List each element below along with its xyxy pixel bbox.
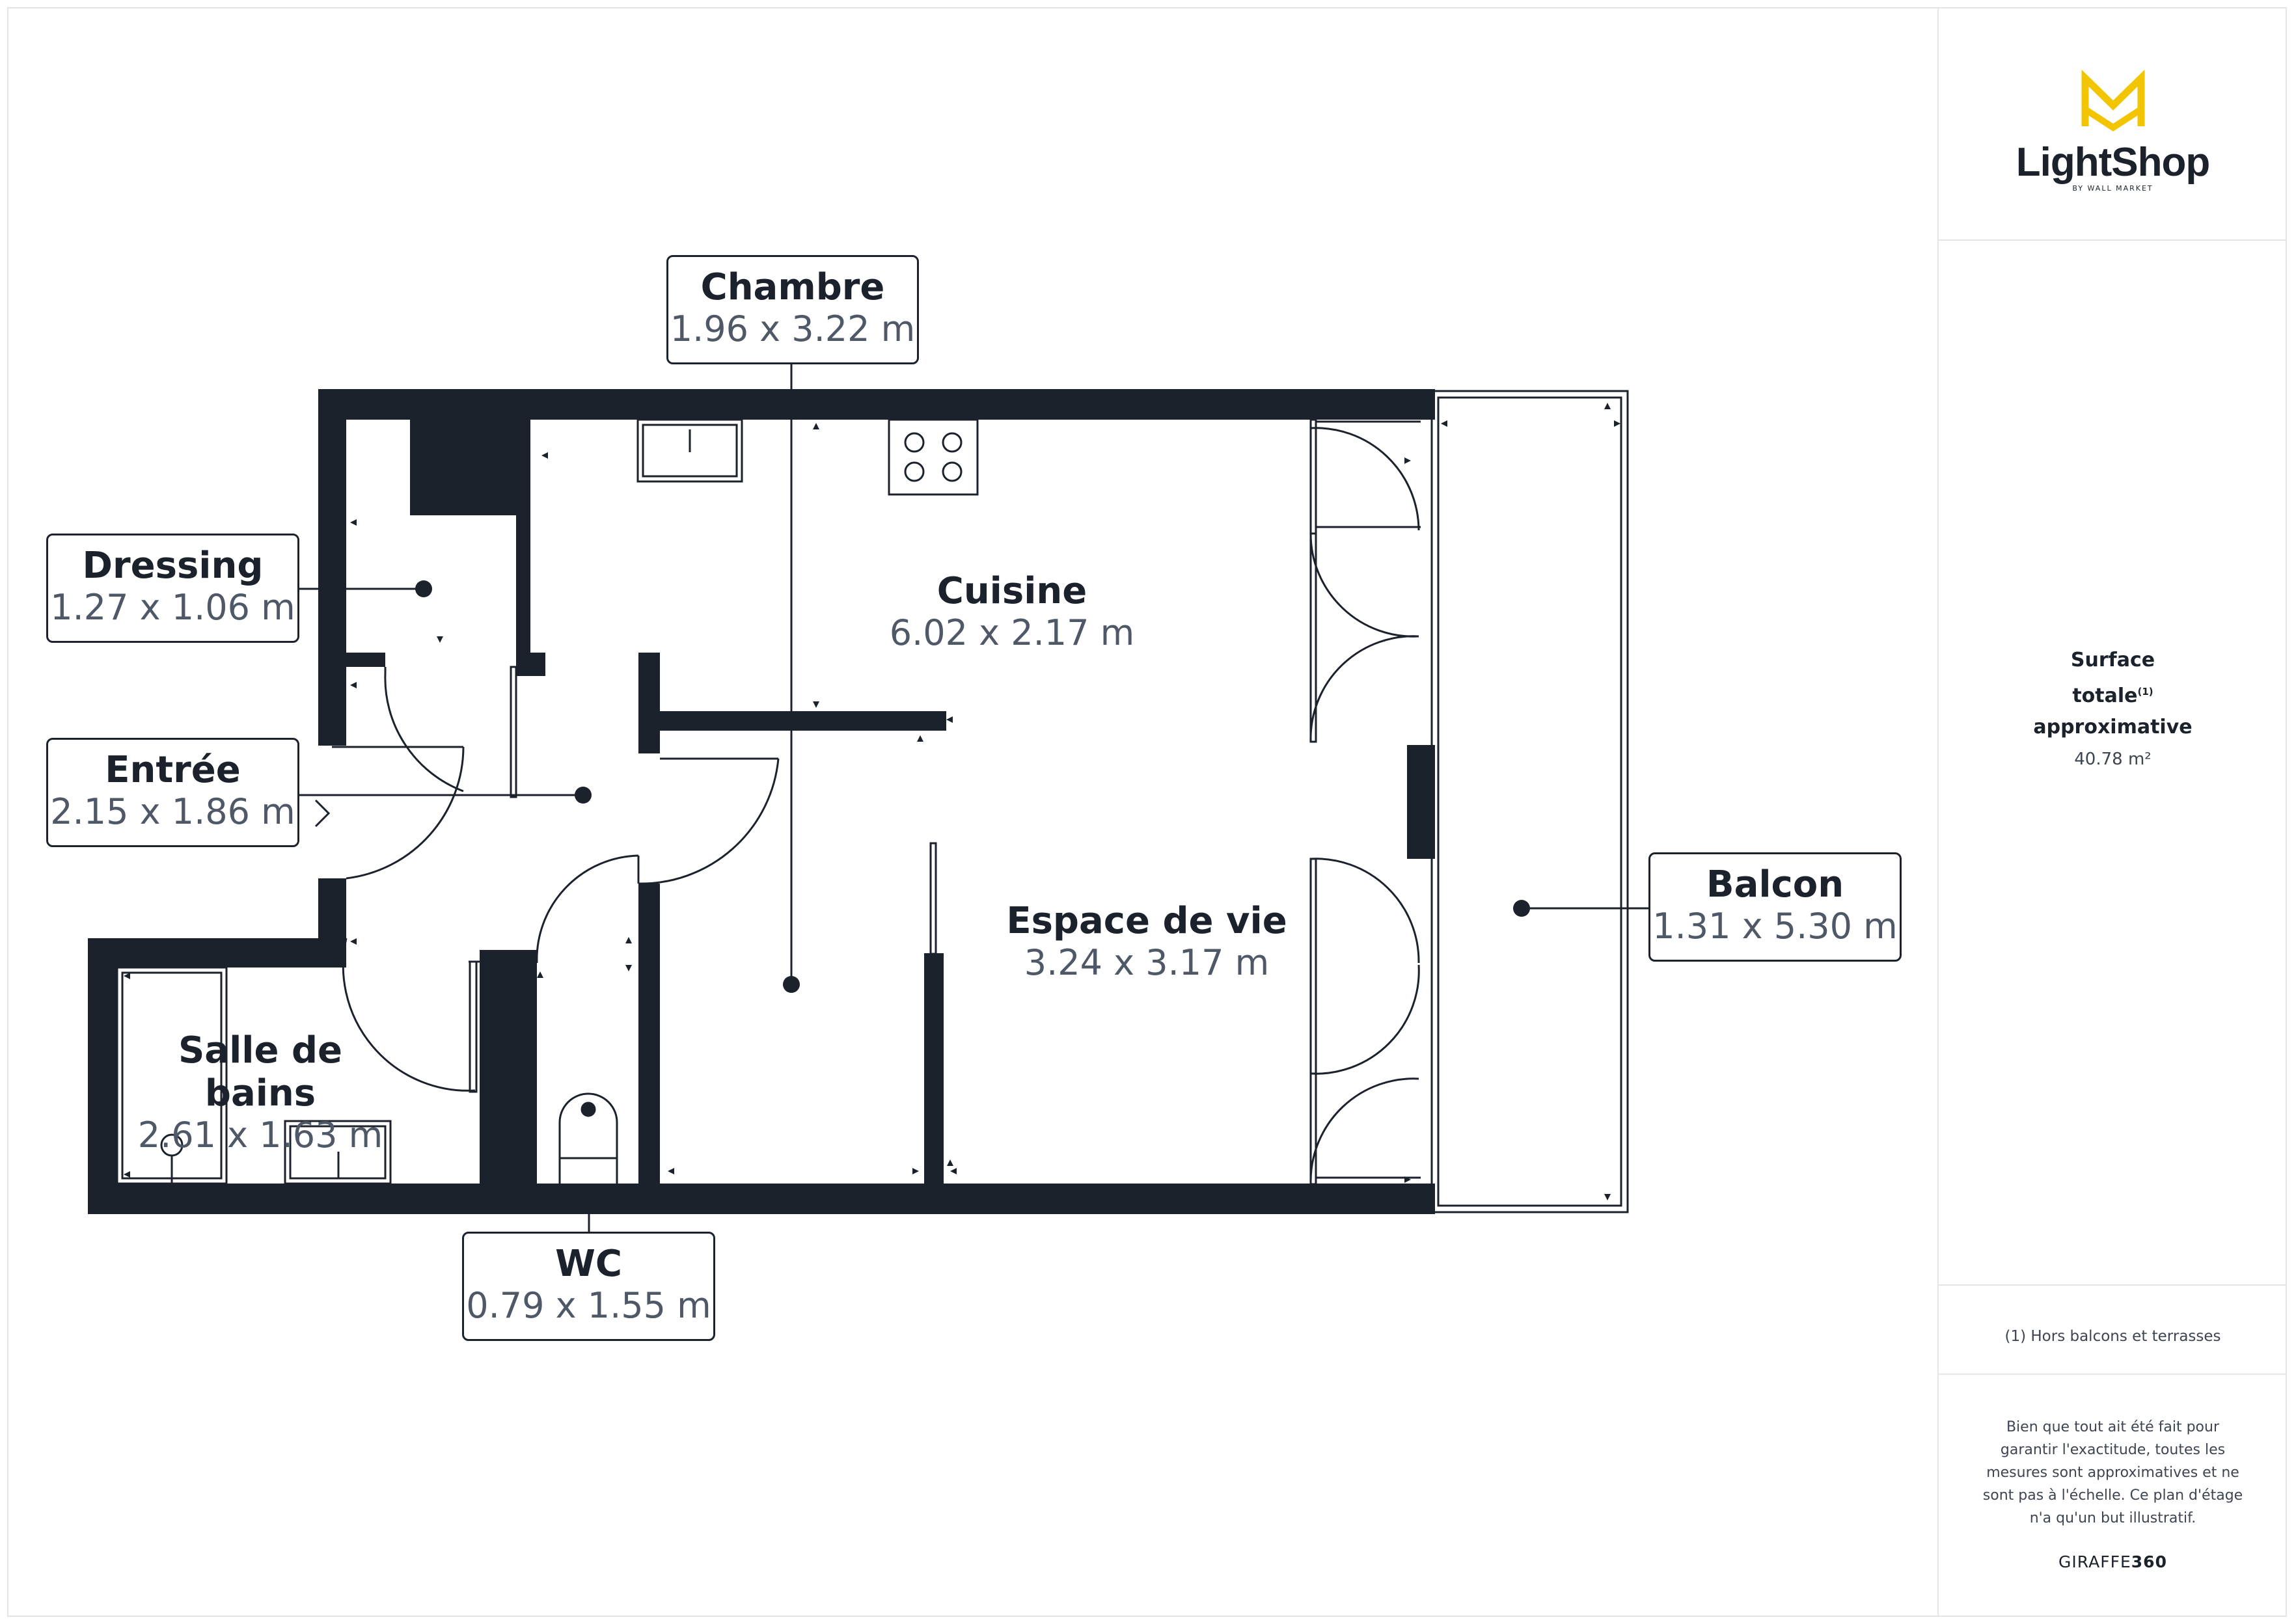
surface-summary: Surface totale(1) approximative 40.78 m² bbox=[1939, 645, 2287, 769]
door-leaves bbox=[1309, 418, 1421, 1185]
leaders bbox=[299, 363, 1650, 1233]
room-name: Entrée bbox=[105, 749, 241, 791]
room-dimensions: 3.24 x 3.17 m bbox=[1024, 942, 1270, 983]
doors bbox=[342, 427, 1420, 1182]
room-dimensions: 1.96 x 3.22 m bbox=[670, 308, 916, 349]
room-dimensions: 1.27 x 1.06 m bbox=[50, 587, 295, 628]
disclaimer: Bien que tout ait été fait pour garantir… bbox=[1982, 1419, 2243, 1526]
lightshop-mark-icon bbox=[2081, 69, 2144, 131]
toilet bbox=[558, 1092, 618, 1184]
sink-chambre bbox=[636, 418, 743, 483]
walls bbox=[88, 389, 1435, 1214]
room-dimensions: 0.79 x 1.55 m bbox=[466, 1285, 711, 1326]
room-name: Balcon bbox=[1706, 863, 1844, 906]
surface-footnote-ref: (1) bbox=[2137, 686, 2153, 697]
info-sidebar: LightShop BY WALL MARKET Surface totale(… bbox=[1937, 7, 2287, 1617]
brand-logo: LightShop BY WALL MARKET bbox=[1939, 69, 2287, 193]
credit-light: GIRAFFE bbox=[2058, 1552, 2131, 1571]
room-dimensions: 2.15 x 1.86 m bbox=[50, 791, 295, 832]
room-label-chambre: Chambre 1.96 x 3.22 m bbox=[666, 255, 919, 364]
room-label-salle-de-bains: Salle de bains 2.61 x 1.63 m bbox=[124, 1029, 397, 1156]
room-name: WC bbox=[555, 1243, 622, 1285]
thin-walls bbox=[332, 666, 937, 1093]
surface-label: Surface totale(1) approximative bbox=[2029, 645, 2198, 743]
floor-plan bbox=[88, 363, 1650, 1233]
surface-label-line2: approximative bbox=[2033, 716, 2193, 738]
leader-dots bbox=[415, 580, 1530, 993]
room-name: Espace de vie bbox=[1006, 900, 1287, 942]
room-name: Dressing bbox=[82, 545, 264, 587]
brand-subtitle: BY WALL MARKET bbox=[2072, 184, 2153, 193]
plan-sheet bbox=[7, 7, 2287, 1617]
room-name: Cuisine bbox=[936, 570, 1087, 612]
credit-bold: 360 bbox=[2131, 1552, 2167, 1571]
bathtub bbox=[116, 966, 228, 1185]
room-label-cuisine: Cuisine 6.02 x 2.17 m bbox=[882, 570, 1142, 653]
room-label-entree: Entrée 2.15 x 1.86 m bbox=[46, 738, 299, 847]
room-label-wc: WC 0.79 x 1.55 m bbox=[462, 1232, 715, 1341]
room-label-espace-de-vie: Espace de vie 3.24 x 3.17 m bbox=[984, 900, 1309, 983]
room-name: Salle de bains bbox=[178, 1029, 343, 1115]
room-name: Chambre bbox=[700, 266, 885, 308]
brand-name: LightShop bbox=[2016, 140, 2210, 185]
bathroom-sink bbox=[284, 1120, 392, 1185]
room-dimensions: 2.61 x 1.63 m bbox=[137, 1115, 383, 1156]
room-dimensions: 6.02 x 2.17 m bbox=[889, 612, 1135, 653]
credit-giraffe360: GIRAFFE360 bbox=[1939, 1552, 2287, 1571]
surface-value: 40.78 m² bbox=[2074, 750, 2152, 769]
room-dimensions: 1.31 x 5.30 m bbox=[1652, 906, 1898, 947]
balcony-railing bbox=[1430, 390, 1629, 1213]
sidebar-divider bbox=[1939, 1374, 2287, 1375]
cooktop bbox=[888, 418, 979, 496]
footnote: (1) Hors balcons et terrasses bbox=[2004, 1328, 2221, 1345]
room-label-dressing: Dressing 1.27 x 1.06 m bbox=[46, 534, 299, 643]
sidebar-divider bbox=[1939, 1284, 2287, 1286]
room-label-balcon: Balcon 1.31 x 5.30 m bbox=[1648, 852, 1902, 962]
sidebar-divider bbox=[1939, 239, 2287, 241]
surface-label-line1: Surface totale bbox=[2070, 649, 2155, 707]
dimension-markers bbox=[124, 403, 1620, 1200]
